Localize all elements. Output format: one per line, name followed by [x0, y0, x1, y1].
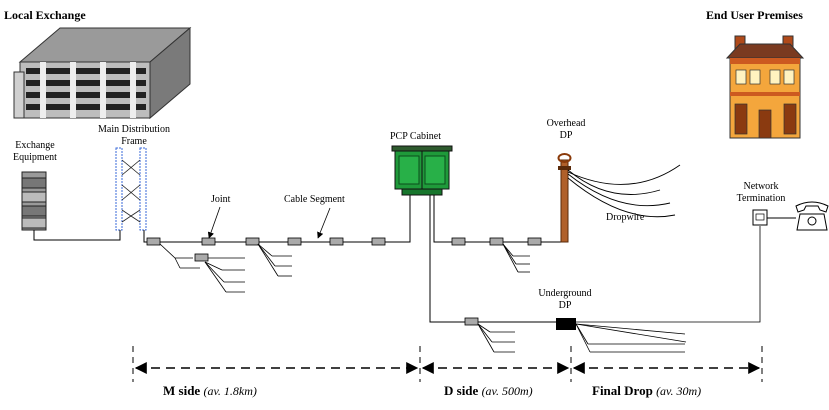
network-termination-label: Network Termination — [736, 181, 786, 204]
exchange-equipment-rack — [21, 171, 47, 231]
m-side-cable — [143, 178, 411, 243]
underground-dp-label: Underground DP — [538, 288, 592, 311]
pcp-cabinet-icon — [391, 145, 453, 196]
dropwire-label: Dropwire — [606, 212, 645, 223]
telephone-icon — [795, 201, 829, 231]
branch-fans — [159, 243, 292, 293]
mdf-label: Main Distribution Frame — [98, 124, 170, 147]
network-termination-box — [752, 209, 796, 226]
exchange-equipment-label: Exchange Equipment — [13, 140, 57, 163]
measure-lines — [132, 346, 763, 382]
d-side-label: D side (av. 500m) — [444, 383, 533, 398]
dropwires — [567, 164, 681, 218]
m-side-label: M side (av. 1.8km) — [163, 383, 257, 398]
underground-dp — [556, 226, 761, 353]
overhead-dp-label: Overhead DP — [546, 118, 586, 141]
joint-label: Joint — [211, 194, 231, 205]
exchange-building-icon — [13, 26, 192, 120]
mdf-frame — [115, 147, 147, 231]
end-user-premises-title: End User Premises — [706, 8, 803, 22]
final-drop-label: Final Drop (av. 30m) — [592, 383, 702, 398]
cable-segment-label: Cable Segment — [284, 194, 345, 205]
joints-m-side — [146, 237, 386, 262]
local-exchange-title: Local Exchange — [4, 8, 86, 22]
overhead-dp-pole — [557, 153, 572, 243]
pcp-cabinet-label: PCP Cabinet — [390, 131, 442, 142]
house-icon — [725, 35, 805, 139]
